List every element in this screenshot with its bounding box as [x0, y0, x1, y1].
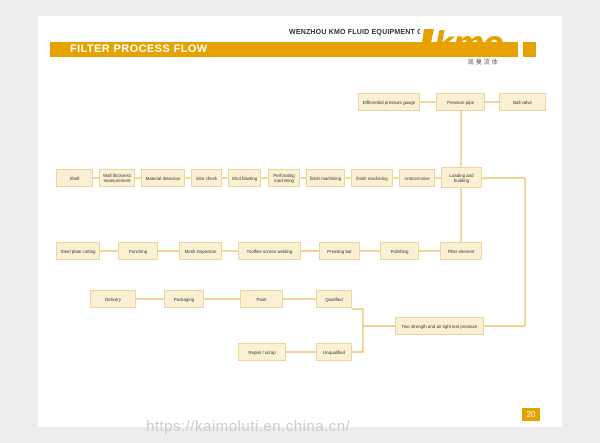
step-loading-and-building: Loading and building: [441, 167, 482, 188]
connector: [352, 308, 395, 327]
step-mesh-inspection: Mesh inspection: [179, 242, 222, 260]
page-title: FILTER PROCESS FLOW: [70, 43, 208, 55]
step-ball-valve: Ball valve: [499, 93, 546, 111]
title-accent-block: [523, 42, 536, 57]
page-number: 20: [522, 408, 540, 421]
step-paint: Paint: [240, 290, 283, 308]
connector: [352, 326, 364, 353]
step-strength-air-tight-test: Two strength and air tight test pressure: [395, 317, 484, 335]
flow-connectors: [93, 101, 526, 353]
step-perforating-machining: Perforating machining: [268, 169, 300, 187]
step-filter-element: Filter element: [440, 242, 482, 260]
step-pressing-bar: Pressing bar: [319, 242, 360, 260]
logo-subtitle: 凯 莫 流 体: [468, 58, 498, 66]
step-wall-thickness: Wall thickness measurement: [99, 169, 135, 187]
step-differential-pressure-gauge: Differential pressure gauge: [358, 93, 420, 111]
step-size-check: Size check: [191, 169, 222, 187]
watermark-url: https://kaimoluti.en.china.cn/: [146, 418, 351, 435]
step-punching: Punching: [118, 242, 158, 260]
connector: [482, 177, 526, 327]
step-delivery: Delivery: [90, 290, 136, 308]
step-packaging: Packaging: [164, 290, 204, 308]
step-screen-welding: Toolfine screen welding: [238, 242, 301, 260]
step-shell: Shell: [56, 169, 93, 187]
step-pressure-pipe: Pressure pipe: [436, 93, 485, 111]
step-polishing: Polishing: [380, 242, 419, 260]
brochure-page: WENZHOU KMO FLUID EQUIPMENT CO.,LTD kmo …: [38, 16, 562, 427]
step-qualified: Qualified: [316, 290, 352, 308]
step-finish-machining-1: finish machining: [306, 169, 345, 187]
step-steel-plate-cutting: Steel plate cutting: [56, 242, 100, 260]
title-bar: FILTER PROCESS FLOW: [50, 42, 518, 57]
step-anticorrosive: Anticorrosive: [399, 169, 435, 187]
step-finish-machining-2: finish machining: [351, 169, 393, 187]
step-repair-scrap: Repair / scrap: [238, 343, 286, 361]
step-unqualified: Unqualified: [316, 343, 352, 361]
company-name: WENZHOU KMO FLUID EQUIPMENT CO.,LTD: [289, 29, 446, 36]
step-material-detection: Material detection: [141, 169, 185, 187]
step-shot-blasting: Shot blasting: [228, 169, 261, 187]
